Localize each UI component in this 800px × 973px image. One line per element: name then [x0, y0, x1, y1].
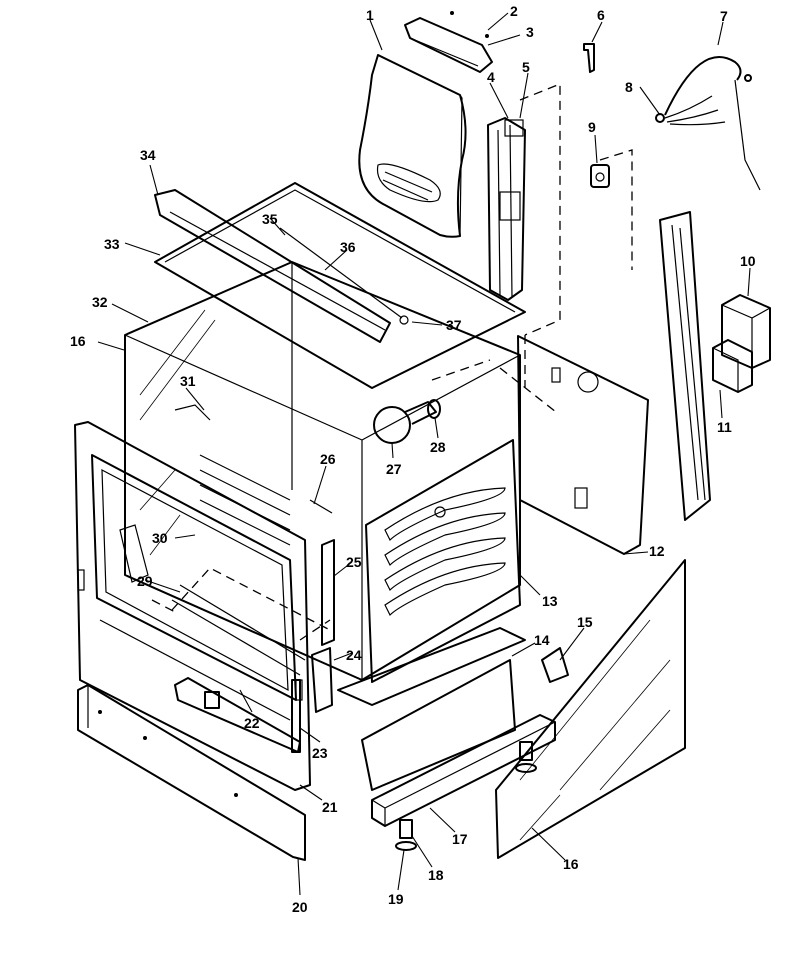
part-right-side-panel — [365, 439, 521, 683]
callout-21: 21 — [322, 799, 338, 815]
part-rear-panel — [517, 211, 711, 555]
callout-10: 10 — [740, 253, 756, 269]
callout-26: 26 — [320, 451, 336, 467]
callout-4: 4 — [487, 69, 495, 85]
callout-8: 8 — [625, 79, 633, 95]
callout-7: 7 — [720, 8, 728, 24]
part-base-rail — [371, 714, 556, 851]
callout-22: 22 — [244, 715, 260, 731]
callout-15: 15 — [577, 614, 593, 630]
callout-5: 5 — [522, 59, 530, 75]
part-top-panel — [154, 182, 526, 389]
part-drawer-rail — [174, 677, 301, 753]
part-kick-plate — [77, 684, 306, 861]
callout-9: 9 — [588, 119, 596, 135]
callout-23: 23 — [312, 745, 328, 761]
part-side-glass-panel — [495, 559, 686, 859]
part-top-bracket — [404, 11, 493, 73]
callout-19: 19 — [388, 891, 404, 907]
callout-3: 3 — [526, 24, 534, 40]
part-oven-interior — [119, 404, 333, 676]
callout-30: 30 — [152, 530, 168, 546]
callout-25: 25 — [346, 554, 362, 570]
part-small-bracket — [583, 43, 595, 73]
callout-12: 12 — [649, 543, 665, 559]
callout-20: 20 — [292, 899, 308, 915]
part-side-channel — [487, 117, 526, 301]
callout-31: 31 — [180, 373, 196, 389]
callout-32: 32 — [92, 294, 108, 310]
assembly-dashed-lines — [151, 83, 633, 641]
callout-1: 1 — [366, 7, 374, 23]
callout-29: 29 — [137, 573, 153, 589]
part-lamp-socket — [590, 164, 610, 188]
callout-36: 36 — [340, 239, 356, 255]
callout-14: 14 — [534, 632, 550, 648]
callout-24: 24 — [346, 647, 362, 663]
callout-28: 28 — [430, 439, 446, 455]
part-oven-lamp — [373, 399, 441, 444]
callout-34: 34 — [140, 147, 156, 163]
callout-16-right: 16 — [563, 856, 579, 872]
part-front-frame — [74, 421, 311, 791]
callout-2: 2 — [510, 3, 518, 19]
glass-hatching-left — [139, 309, 216, 556]
callout-13: 13 — [542, 593, 558, 609]
part-slide-brackets — [311, 539, 335, 713]
callout-labels: 1 2 3 4 5 6 7 8 9 10 11 12 13 14 15 16 1… — [70, 3, 756, 915]
part-terminal-blocks — [712, 294, 771, 393]
part-wire-harness — [655, 56, 761, 191]
callout-6: 6 — [597, 7, 605, 23]
callout-35: 35 — [262, 211, 278, 227]
callout-33: 33 — [104, 236, 120, 252]
part-bottom-panel — [337, 627, 569, 791]
callout-27: 27 — [386, 461, 402, 477]
part-flue-shield — [358, 54, 467, 238]
callout-18: 18 — [428, 867, 444, 883]
callout-16-left: 16 — [70, 333, 86, 349]
callout-11: 11 — [717, 419, 732, 435]
leader-lines — [97, 12, 751, 896]
callout-17: 17 — [452, 831, 468, 847]
callout-37: 37 — [446, 317, 462, 333]
